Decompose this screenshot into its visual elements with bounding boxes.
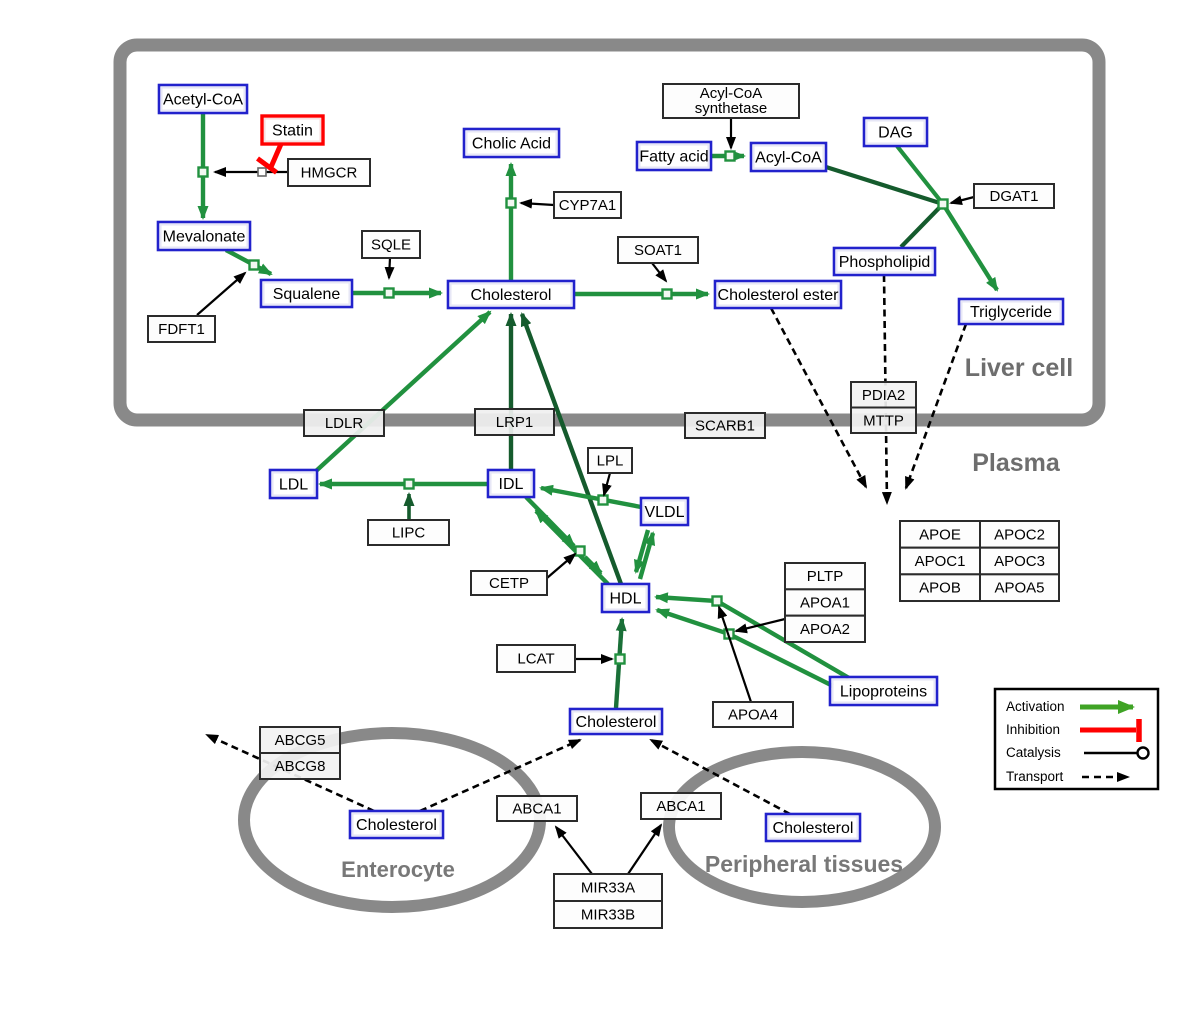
svg-text:APOA2: APOA2 <box>800 621 850 638</box>
svg-text:LCAT: LCAT <box>517 651 554 668</box>
svg-text:MIR33B: MIR33B <box>581 907 635 924</box>
svg-text:HDL: HDL <box>609 591 641 608</box>
svg-text:Activation: Activation <box>1006 699 1065 714</box>
svg-text:DAG: DAG <box>878 125 913 142</box>
svg-text:APOC3: APOC3 <box>994 553 1045 570</box>
svg-text:Cholic Acid: Cholic Acid <box>472 136 551 153</box>
svg-text:APOC2: APOC2 <box>994 526 1045 543</box>
svg-text:HMGCR: HMGCR <box>301 165 358 182</box>
svg-text:Peripheral tissues: Peripheral tissues <box>705 851 903 877</box>
svg-text:Squalene: Squalene <box>273 286 341 303</box>
svg-text:APOC1: APOC1 <box>915 553 966 570</box>
svg-text:VLDL: VLDL <box>644 504 684 521</box>
svg-text:Transport: Transport <box>1006 769 1064 784</box>
svg-text:MTTP: MTTP <box>863 412 904 429</box>
svg-text:IDL: IDL <box>499 476 524 493</box>
svg-text:APOB: APOB <box>919 580 961 597</box>
svg-text:LRP1: LRP1 <box>496 414 534 431</box>
svg-text:LIPC: LIPC <box>392 525 426 542</box>
svg-text:APOA5: APOA5 <box>994 580 1044 597</box>
svg-text:Liver cell: Liver cell <box>965 354 1073 382</box>
svg-text:Fatty acid: Fatty acid <box>639 149 708 166</box>
svg-text:Plasma: Plasma <box>972 449 1061 477</box>
svg-text:APOE: APOE <box>919 526 961 543</box>
svg-text:PLTP: PLTP <box>807 568 843 585</box>
svg-text:SQLE: SQLE <box>371 237 411 254</box>
svg-text:Cholesterol: Cholesterol <box>356 817 437 834</box>
svg-text:CETP: CETP <box>489 575 529 592</box>
svg-text:Statin: Statin <box>272 123 313 140</box>
svg-text:SOAT1: SOAT1 <box>634 242 682 259</box>
svg-text:ABCA1: ABCA1 <box>512 801 561 818</box>
svg-text:Cholesterol: Cholesterol <box>576 714 657 731</box>
svg-text:Inhibition: Inhibition <box>1006 722 1060 737</box>
svg-text:SCARB1: SCARB1 <box>695 418 755 435</box>
svg-text:ABCG8: ABCG8 <box>275 758 326 775</box>
svg-text:Mevalonate: Mevalonate <box>163 229 246 246</box>
svg-text:PDIA2: PDIA2 <box>862 387 905 404</box>
svg-text:synthetase: synthetase <box>695 100 768 117</box>
svg-text:DGAT1: DGAT1 <box>990 188 1039 205</box>
svg-text:Phospholipid: Phospholipid <box>839 254 931 271</box>
svg-text:FDFT1: FDFT1 <box>158 321 205 338</box>
svg-text:APOA1: APOA1 <box>800 595 850 612</box>
svg-text:Cholesterol: Cholesterol <box>471 287 552 304</box>
svg-text:Cholesterol: Cholesterol <box>773 820 854 837</box>
svg-text:MIR33A: MIR33A <box>581 880 635 897</box>
svg-text:LPL: LPL <box>597 453 624 470</box>
svg-text:Acetyl-CoA: Acetyl-CoA <box>163 92 243 109</box>
svg-text:Acyl-CoA: Acyl-CoA <box>755 150 822 167</box>
svg-text:Lipoproteins: Lipoproteins <box>840 684 927 701</box>
svg-text:Cholesterol ester: Cholesterol ester <box>718 287 840 304</box>
svg-text:Acyl-CoA: Acyl-CoA <box>700 85 763 102</box>
svg-text:Catalysis: Catalysis <box>1006 745 1061 760</box>
svg-text:Triglyceride: Triglyceride <box>970 304 1052 321</box>
svg-text:Enterocyte: Enterocyte <box>341 857 455 882</box>
svg-text:APOA4: APOA4 <box>728 707 778 724</box>
svg-text:LDLR: LDLR <box>325 415 364 432</box>
svg-text:CYP7A1: CYP7A1 <box>559 197 617 214</box>
svg-text:ABCG5: ABCG5 <box>275 732 326 749</box>
svg-text:ABCA1: ABCA1 <box>656 798 705 815</box>
svg-text:LDL: LDL <box>279 477 308 494</box>
